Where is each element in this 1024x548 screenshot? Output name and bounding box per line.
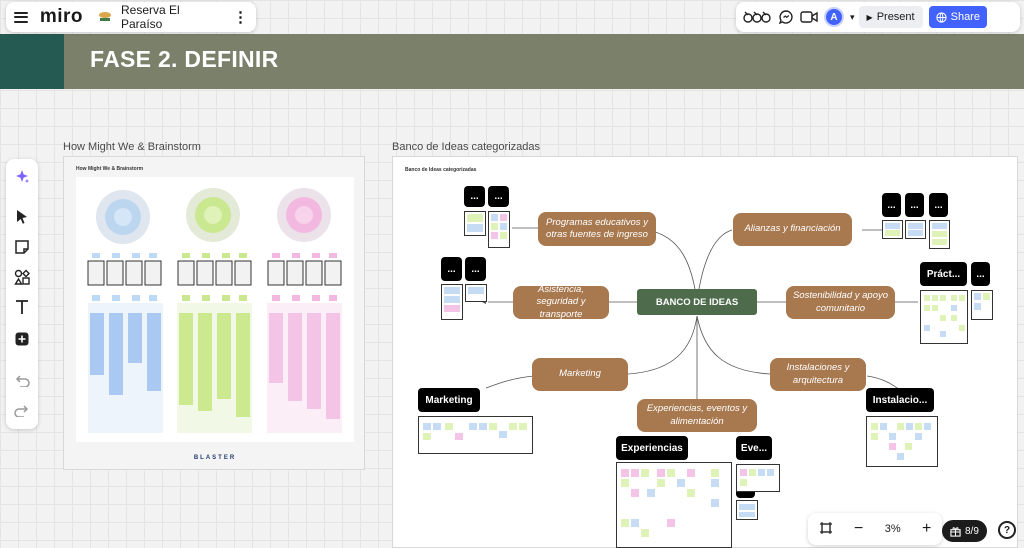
board-icon <box>97 10 113 24</box>
redo-icon[interactable] <box>12 401 32 421</box>
fit-to-screen-icon[interactable] <box>819 521 833 538</box>
miro-logo[interactable]: miro <box>39 6 83 27</box>
frame-label-ideas: Banco de Ideas categorizadas <box>392 141 540 153</box>
shapes-icon[interactable] <box>12 267 32 287</box>
tag-experiencias[interactable]: Experiencias <box>616 436 688 460</box>
tag-ellipsis[interactable]: ... <box>971 262 990 286</box>
hmw-board <box>76 177 354 442</box>
tag-ellipsis[interactable]: ... <box>441 257 462 281</box>
select-cursor-icon[interactable] <box>12 207 32 227</box>
phase-title: FASE 2. DEFINIR <box>90 46 279 72</box>
frame-ideas-inner-title: Banco de Ideas categorizadas <box>405 167 477 173</box>
sticky-cluster[interactable] <box>736 464 780 492</box>
tag-ellipsis[interactable]: ... <box>882 193 901 217</box>
tag-ellipsis[interactable]: ... <box>465 257 486 281</box>
sticky-cluster[interactable] <box>866 416 938 467</box>
sticky-cluster[interactable] <box>616 462 732 548</box>
sticky-cluster[interactable] <box>929 220 950 249</box>
frame-hmw-footer: BLASTER <box>193 455 237 461</box>
share-button[interactable]: Share <box>928 6 987 28</box>
phase-banner[interactable] <box>64 34 1024 89</box>
branch-programas-educativos[interactable]: Programas educativos y otras fuentes de … <box>538 212 656 246</box>
branch-instalaciones[interactable]: Instalaciones y arquitectura <box>770 358 866 391</box>
branch-marketing[interactable]: Marketing <box>532 358 628 391</box>
zoom-level[interactable]: 3% <box>884 523 901 535</box>
tag-ellipsis[interactable]: ... <box>929 193 948 217</box>
frame-hmw[interactable]: How Might We & Brainstorm <box>63 156 365 470</box>
undo-icon[interactable] <box>12 371 32 391</box>
sticky-cluster[interactable] <box>882 220 903 239</box>
sticky-cluster[interactable] <box>971 290 993 320</box>
sticky-cluster[interactable] <box>736 500 758 520</box>
zoom-in-icon[interactable]: + <box>921 520 932 537</box>
present-button[interactable]: ▶Present <box>858 6 923 28</box>
add-more-icon[interactable] <box>12 329 32 349</box>
branch-asistencia-seguridad[interactable]: Asistencia, seguridad y transporte <box>513 284 609 320</box>
frame-label-hmw: How Might We & Brainstorm <box>63 141 201 153</box>
ai-sparkle-icon[interactable] <box>12 167 32 187</box>
video-call-icon[interactable] <box>800 6 818 28</box>
tag-marketing[interactable]: Marketing <box>418 388 480 412</box>
sticky-cluster[interactable] <box>418 416 533 454</box>
frame-hmw-inner-title: How Might We & Brainstorm <box>76 166 144 172</box>
tag-eventos[interactable]: Eve... <box>736 436 772 460</box>
brainstorm-clusters-graphic <box>87 188 342 433</box>
tool-palette <box>6 159 38 429</box>
sticky-note-icon[interactable] <box>12 237 32 257</box>
collab-toolbar: A ▾ ▶Present Share <box>736 2 1020 32</box>
avatar[interactable]: A <box>824 6 844 28</box>
tag-ellipsis[interactable]: ... <box>905 193 924 217</box>
play-icon: ▶ <box>866 12 873 22</box>
frames-navigator-button[interactable]: 8/9 <box>942 520 987 542</box>
gift-icon <box>950 526 961 537</box>
branch-sostenibilidad[interactable]: Sostenibilidad y apoyo comunitario <box>786 286 895 319</box>
chat-icon[interactable] <box>778 6 794 28</box>
chevron-down-icon[interactable]: ▾ <box>850 11 855 22</box>
branch-experiencias[interactable]: Experiencias, eventos y alimentación <box>637 399 757 432</box>
tag-ellipsis[interactable]: ... <box>464 186 485 207</box>
tag-ellipsis[interactable]: ... <box>488 186 509 207</box>
sticky-cluster[interactable] <box>905 220 926 239</box>
sticky-cluster[interactable] <box>920 290 968 344</box>
sticky-cluster[interactable] <box>465 284 487 302</box>
sticky-cluster[interactable] <box>464 211 486 236</box>
help-icon[interactable]: ? <box>998 521 1016 539</box>
tag-practicas[interactable]: Práct... <box>920 262 967 286</box>
mindmap-connectors <box>482 226 924 399</box>
branch-alianzas-financiacion[interactable]: Alianzas y financiación <box>733 213 852 246</box>
zoom-out-icon[interactable]: − <box>854 520 864 537</box>
sticky-cluster[interactable] <box>488 211 510 248</box>
tag-instalaciones[interactable]: Instalacio... <box>866 388 934 412</box>
more-options-icon[interactable]: ⋮ <box>233 8 248 26</box>
zoom-controls: − 3% + <box>808 513 942 545</box>
sticky-cluster[interactable] <box>441 284 463 320</box>
text-tool-icon[interactable] <box>12 297 32 317</box>
menu-icon[interactable] <box>14 11 28 23</box>
banner-accent <box>0 34 64 89</box>
reactions-icon[interactable] <box>742 6 772 28</box>
mindmap-center-node[interactable]: BANCO DE IDEAS <box>637 289 757 315</box>
board-header: miro Reserva El Paraíso ⋮ <box>6 2 256 32</box>
globe-icon <box>935 11 947 23</box>
board-name[interactable]: Reserva El Paraíso <box>121 3 180 31</box>
